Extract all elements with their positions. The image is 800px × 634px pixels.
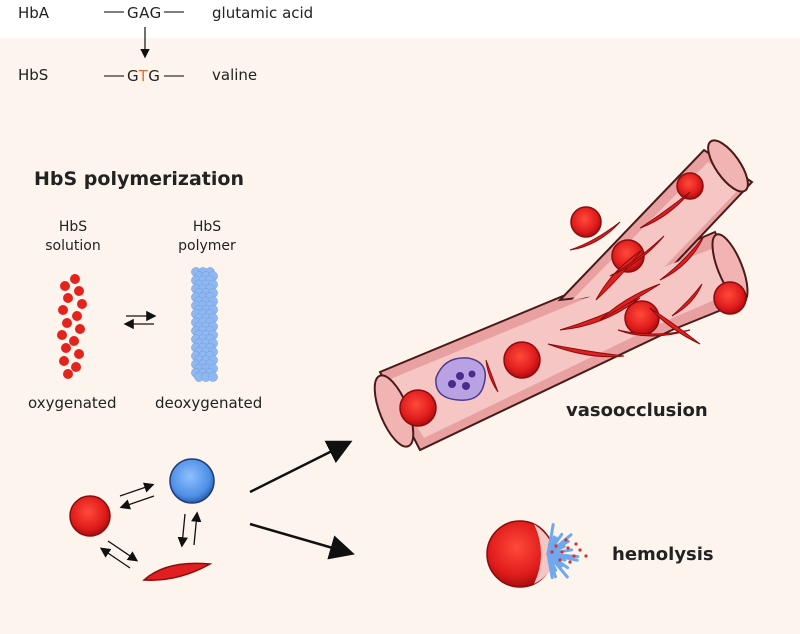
vessel-red-cells [399,172,747,427]
hbs-solution-dots [57,274,87,379]
released-hemoglobin-dot [554,544,558,548]
hbs-polymer-fiber [191,267,218,382]
lysis-fiber [546,552,557,579]
lysis-fiber [546,552,563,568]
released-hemoglobin-dot [578,548,582,552]
main-panel [0,38,800,634]
released-hemoglobin-dot [550,550,554,554]
white-blood-cell [435,357,486,401]
polymer-label: HbS polymer [172,218,242,256]
solution-label-line1: HbS [58,219,88,235]
hbs-codon: GTG [127,67,160,85]
polymerization-title: HbS polymerization [34,168,244,190]
hemolysis-cell [486,520,588,588]
hba-label: HbA [18,4,50,22]
hbs-residue: valine [212,66,258,84]
deoxygenated-blue-cell [169,458,215,504]
released-hemoglobin-dot [566,546,570,550]
hbs-codon-mutation: T [138,67,149,85]
vasoocclusion-label: vasoocclusion [566,400,708,421]
lysis-fiber [546,552,579,562]
equilibrium-arrows [123,310,157,330]
solution-label: HbS solution [40,218,106,256]
sickled-red-cell [142,562,213,581]
polymer-label-line1: HbS [192,219,222,235]
hbs-label: HbS [18,66,49,84]
released-hemoglobin-dot [560,550,564,554]
released-hemoglobin-dot [572,554,576,558]
polymer-label-line2: polymer [178,238,236,254]
hbs-codon-first: G [127,67,139,85]
hba-residue: glutamic acid [212,4,314,22]
codon-dashes [104,11,184,77]
hbs-codon-last: G [148,67,161,85]
outcome-arrows [249,440,355,560]
oxygenated-red-cell [69,495,111,537]
released-hemoglobin-dot [584,554,588,558]
polymer-bead [208,372,218,382]
vessel-sickle-cells [485,191,705,393]
cell-state-cycle [69,458,215,581]
lysis-fiber [546,522,555,556]
hemolysis-label: hemolysis [612,544,714,565]
released-hemoglobin-dot [574,542,578,546]
released-hemoglobin-dot [558,558,562,562]
oxygenated-label: oxygenated [28,394,117,412]
released-hemoglobin-dot [564,538,568,542]
solution-label-line2: solution [45,238,101,254]
deoxygenated-label: deoxygenated [155,394,263,412]
hba-codon: GAG [127,4,162,22]
released-hemoglobin-dot [568,560,572,564]
